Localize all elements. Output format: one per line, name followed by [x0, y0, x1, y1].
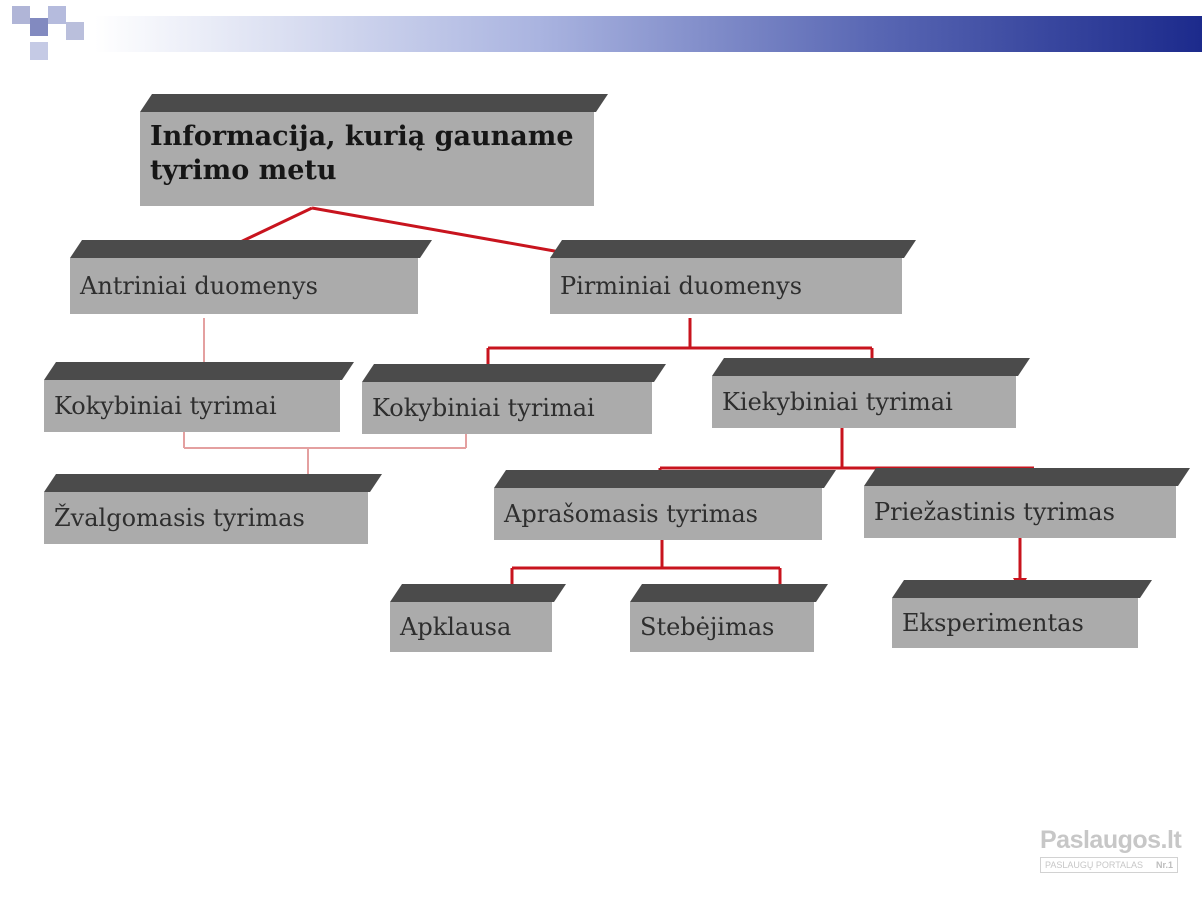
watermark-rank: Nr.1 [1155, 860, 1173, 870]
gradient-band [95, 16, 1202, 52]
node-qualitative-right: Kokybiniai tyrimai [362, 364, 666, 434]
node-secondary-data: Antriniai duomenys [70, 240, 432, 314]
node-label: Kiekybiniai tyrimai [712, 376, 1016, 428]
node-label: Antriniai duomenys [70, 258, 418, 314]
decor-square [66, 22, 84, 40]
node-label: Informacija, kurią gauname tyrimo metu [140, 112, 594, 206]
node-roof [44, 362, 354, 380]
node-qualitative-left: Kokybiniai tyrimai [44, 362, 354, 432]
decor-square [30, 18, 48, 36]
node-roof [550, 240, 916, 258]
node-primary-data: Pirminiai duomenys [550, 240, 916, 314]
node-roof [390, 584, 566, 602]
node-observation: Stebėjimas [630, 584, 828, 652]
node-roof [494, 470, 836, 488]
node-exploratory: Žvalgomasis tyrimas [44, 474, 382, 544]
watermark-tagline: PASLAUGŲ PORTALAS [1045, 860, 1144, 870]
node-roof [362, 364, 666, 382]
node-causal: Priežastinis tyrimas [864, 468, 1190, 538]
node-label: Apklausa [390, 602, 552, 652]
node-quantitative: Kiekybiniai tyrimai [712, 358, 1030, 428]
node-roof [630, 584, 828, 602]
node-label: Kokybiniai tyrimai [362, 382, 652, 434]
watermark-brand: Paslaugos.lt [1040, 826, 1182, 854]
watermark: Paslaugos.lt PASLAUGŲ PORTALAS Nr.1 [1040, 826, 1182, 873]
node-label: Eksperimentas [892, 598, 1138, 648]
slide-title-bar [0, 0, 1202, 70]
node-roof [70, 240, 432, 258]
node-roof [892, 580, 1152, 598]
node-roof [712, 358, 1030, 376]
decor-square [48, 6, 66, 24]
decor-square [30, 42, 48, 60]
watermark-sub: PASLAUGŲ PORTALAS Nr.1 [1040, 857, 1178, 873]
node-label: Žvalgomasis tyrimas [44, 492, 368, 544]
node-label: Stebėjimas [630, 602, 814, 652]
node-label: Aprašomasis tyrimas [494, 488, 822, 540]
node-information: Informacija, kurią gauname tyrimo metu [140, 94, 608, 206]
connector [311, 206, 561, 254]
node-label: Kokybiniai tyrimai [44, 380, 340, 432]
node-survey: Apklausa [390, 584, 566, 652]
decor-square [12, 6, 30, 24]
node-roof [140, 94, 608, 112]
node-descriptive: Aprašomasis tyrimas [494, 470, 836, 540]
node-label: Priežastinis tyrimas [864, 486, 1176, 538]
node-label: Pirminiai duomenys [550, 258, 902, 314]
node-roof [864, 468, 1190, 486]
node-experiment: Eksperimentas [892, 580, 1152, 648]
node-roof [44, 474, 382, 492]
